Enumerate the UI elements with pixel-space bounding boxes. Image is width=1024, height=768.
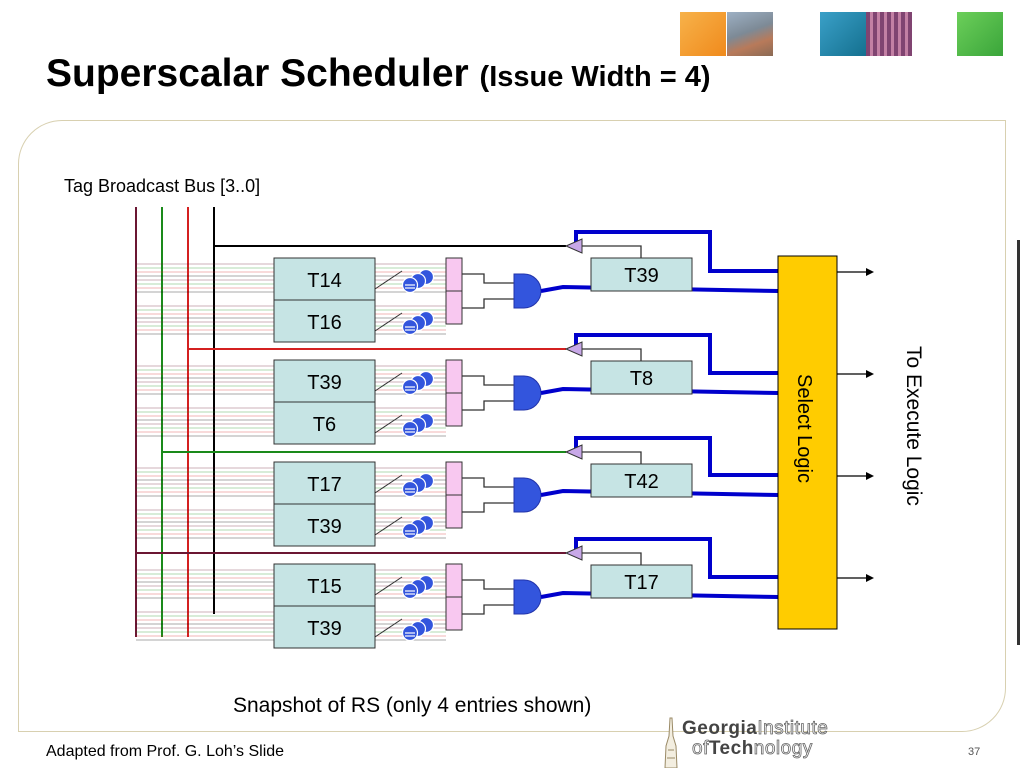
compare-wire xyxy=(374,270,403,290)
and-input-wire xyxy=(462,375,514,386)
grant-wire xyxy=(574,436,778,477)
dest-tag-label: T8 xyxy=(630,368,653,390)
page-number: 37 xyxy=(968,746,981,758)
grant-wire xyxy=(574,537,778,579)
request-wire xyxy=(540,590,779,599)
compare-wire xyxy=(374,576,403,596)
georgia-tech-logo: GeorgiaInstitute ofTechnology xyxy=(660,716,890,768)
grant-wire xyxy=(574,333,778,375)
select-logic-box xyxy=(777,255,838,630)
ready-bit-box xyxy=(445,461,463,496)
logo-line-2: ofTechnology xyxy=(692,738,813,760)
dest-tag-box xyxy=(590,463,693,498)
and-input-wire xyxy=(462,579,514,590)
and-gate-icon xyxy=(513,375,542,411)
content-frame xyxy=(18,120,1006,732)
dest-tag-label: T42 xyxy=(624,471,658,493)
compare-wire xyxy=(374,414,403,434)
arrow-right-icon xyxy=(866,370,874,378)
source-tag-box xyxy=(273,563,376,607)
source-tag-label: T39 xyxy=(307,618,341,640)
ready-bit-box xyxy=(445,290,463,325)
decor-image-orange xyxy=(680,12,726,56)
decor-image-green xyxy=(957,12,1003,56)
ready-bit-box xyxy=(445,392,463,427)
ready-bit-box xyxy=(445,494,463,529)
request-wire xyxy=(540,386,779,395)
dest-tag-label: T39 xyxy=(624,265,658,287)
dest-wire xyxy=(582,348,642,361)
ready-bit-box xyxy=(445,359,463,394)
dest-wire xyxy=(582,552,642,565)
compare-wire xyxy=(374,516,403,536)
and-gate-icon xyxy=(513,477,542,513)
grant-wire xyxy=(574,230,778,273)
arrow-right-icon xyxy=(866,472,874,480)
tower-icon xyxy=(664,717,678,768)
decor-image-blue xyxy=(820,12,866,56)
compare-wire xyxy=(374,372,403,392)
dest-tag-box xyxy=(590,564,693,599)
source-tag-label: T15 xyxy=(307,576,341,598)
source-tag-box xyxy=(273,401,376,445)
select-logic-label: Select Logic xyxy=(793,374,815,483)
dest-wire xyxy=(582,451,642,464)
tag-broadcast-bus xyxy=(135,207,566,637)
dest-wire xyxy=(582,245,642,258)
logo-line-1: GeorgiaInstitute xyxy=(682,718,829,740)
title-main: Superscalar Scheduler xyxy=(46,52,469,95)
source-tag-box xyxy=(273,461,376,505)
ready-bit-box xyxy=(445,563,463,598)
source-tag-box xyxy=(273,605,376,649)
and-input-wire xyxy=(462,273,514,284)
decor-image-chip xyxy=(866,12,912,56)
source-tag-label: T17 xyxy=(307,474,341,496)
arrow-right-icon xyxy=(866,268,874,276)
to-execute-logic-label: To Execute Logic xyxy=(902,346,925,506)
source-tag-label: T39 xyxy=(307,516,341,538)
compare-wire xyxy=(374,312,403,332)
dest-tag-label: T17 xyxy=(624,572,658,594)
and-input-wire xyxy=(462,477,514,488)
and-input-wire xyxy=(462,604,514,615)
and-input-wire xyxy=(462,400,514,411)
source-tag-box xyxy=(273,299,376,343)
and-input-wire xyxy=(462,298,514,309)
compare-wire xyxy=(374,618,403,638)
slide-title: Superscalar Scheduler (Issue Width = 4) xyxy=(46,52,711,96)
tag-broadcast-bus-label: Tag Broadcast Bus [3..0] xyxy=(64,176,260,196)
source-tag-box xyxy=(273,503,376,547)
select-logic-block: Select Logic To Execute Logic xyxy=(777,255,925,630)
ready-bit-box xyxy=(445,257,463,292)
rs-snapshot-caption: Snapshot of RS (only 4 entries shown) xyxy=(233,694,591,717)
request-wire xyxy=(540,488,779,497)
compare-wire xyxy=(374,474,403,494)
arrow-right-icon xyxy=(866,574,874,582)
source-tag-label: T6 xyxy=(313,414,336,436)
request-wire xyxy=(540,284,779,293)
source-tag-label: T16 xyxy=(307,312,341,334)
source-tag-box xyxy=(273,257,376,301)
title-subtitle: (Issue Width = 4) xyxy=(479,61,711,93)
footer-credit: Adapted from Prof. G. Loh’s Slide xyxy=(46,743,285,760)
source-tag-label: T39 xyxy=(307,372,341,394)
ready-bit-box xyxy=(445,596,463,631)
decor-image-photo xyxy=(727,12,773,56)
and-gate-icon xyxy=(513,273,542,309)
dest-tag-box xyxy=(590,360,693,395)
edge-bar xyxy=(1017,240,1020,645)
and-input-wire xyxy=(462,502,514,513)
source-tag-label: T14 xyxy=(307,270,341,292)
dest-tag-box xyxy=(590,257,693,292)
and-gate-icon xyxy=(513,579,542,615)
